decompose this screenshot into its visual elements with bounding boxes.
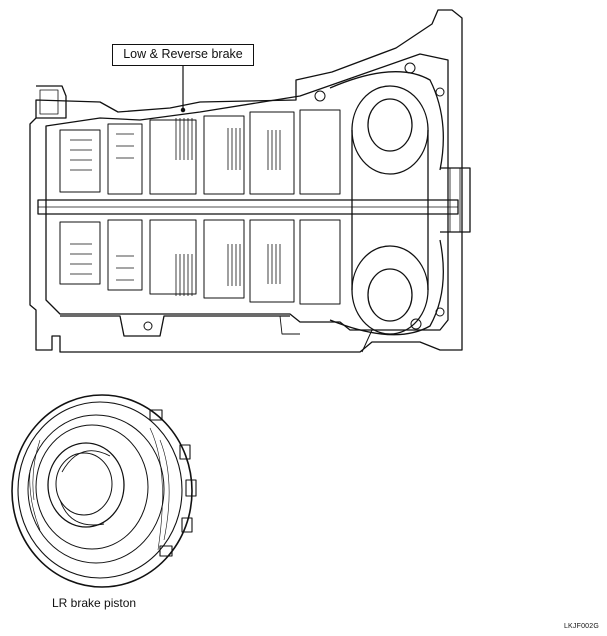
lr-brake-piston-caption: LR brake piston — [52, 596, 137, 610]
housing-bolts — [143, 62, 445, 331]
clutch-plates — [70, 118, 281, 296]
input-shaft — [440, 167, 471, 233]
clutch-packs — [59, 109, 341, 305]
figure-code: LKJF002G — [563, 623, 599, 630]
low-reverse-brake-callout: Low & Reverse brake — [112, 44, 254, 66]
torque-converter-lower-inner — [367, 268, 413, 322]
valve-housing — [36, 85, 67, 119]
lr-brake-piston — [11, 394, 197, 588]
inner-casing — [45, 53, 449, 331]
oil-pan — [60, 315, 290, 337]
torque-converter-upper-inner — [367, 98, 413, 152]
bell-housing-bottom — [329, 239, 444, 336]
bell-housing-top — [329, 71, 444, 171]
transmission-housing-outline — [29, 9, 463, 353]
piston-outer-tabs — [149, 409, 197, 557]
